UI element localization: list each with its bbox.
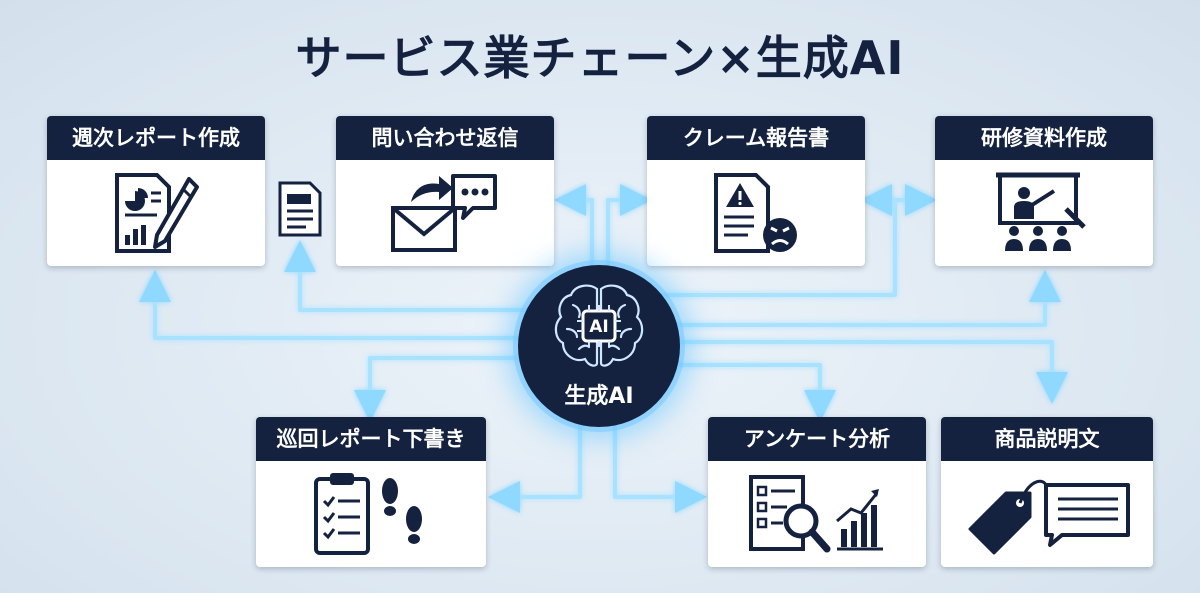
connector-inquiry-left — [284, 240, 555, 312]
card-title: 研修資料作成 — [935, 116, 1153, 160]
connector-training-lower — [676, 270, 1061, 327]
document-icon — [278, 181, 322, 237]
connector-weekly-report — [139, 270, 540, 340]
connector-inquiry-reply — [554, 184, 594, 268]
price-tag-text-icon — [968, 479, 1130, 555]
hub-label: 生成AI — [564, 384, 634, 409]
warning-document-icon — [714, 173, 797, 253]
connector-product — [672, 340, 1068, 404]
envelope-chat-icon — [391, 174, 497, 252]
card-title: 週次レポート作成 — [47, 116, 265, 160]
card-training-material: 研修資料作成 — [935, 116, 1153, 266]
card-title: アンケート分析 — [708, 417, 926, 461]
card-inquiry-reply: 問い合わせ返信 — [336, 116, 554, 266]
report-pen-icon — [115, 173, 199, 253]
card-title: クレーム報告書 — [647, 116, 865, 160]
connector-survey — [660, 363, 836, 422]
connector-survey-side — [613, 422, 707, 513]
card-weekly-report: 週次レポート作成 — [47, 116, 265, 266]
card-survey-analysis: アンケート分析 — [708, 417, 926, 567]
ai-chip-label: AI — [589, 317, 608, 337]
connector-complaint — [606, 184, 652, 268]
card-product-description: 商品説明文 — [941, 417, 1153, 567]
card-title: 巡回レポート下書き — [256, 417, 486, 461]
clipboard-footsteps-icon — [314, 473, 422, 555]
card-title: 商品説明文 — [941, 417, 1153, 461]
brain-circuit-icon: AI — [554, 284, 644, 367]
connector-patrol — [354, 356, 548, 422]
connector-training-upper — [660, 184, 937, 297]
survey-magnifier-chart-icon — [749, 475, 883, 553]
ai-brain-hub: AI 生成AI — [518, 265, 680, 427]
card-title: 問い合わせ返信 — [336, 116, 554, 160]
presentation-icon — [996, 172, 1086, 251]
card-patrol-report: 巡回レポート下書き — [256, 417, 486, 567]
connector-patrol-side — [488, 422, 582, 513]
card-complaint-report: クレーム報告書 — [647, 116, 865, 266]
page-title: サービス業チェーン×生成AI — [295, 31, 905, 85]
